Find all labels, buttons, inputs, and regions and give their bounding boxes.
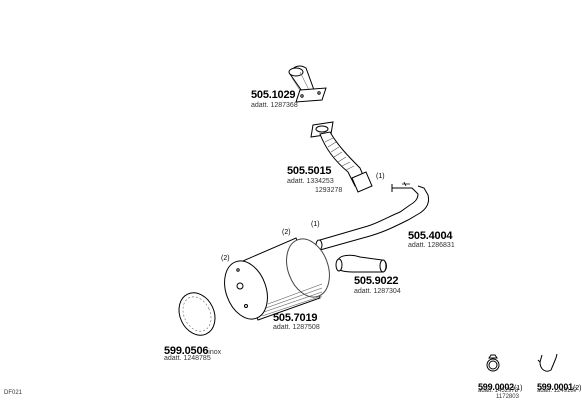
part-sub-505-4004: adatt. 1286831 (408, 242, 455, 249)
part-sub2-505-5015: 1293278 (315, 187, 343, 194)
part-sub-505-9022: adatt. 1287304 (354, 288, 401, 295)
qty-marker-flexpipe: (1) (376, 173, 385, 180)
part-sub-599-0002: adatt. 1452973 (478, 388, 519, 394)
part-code-599-0002: 599.0002 (478, 382, 514, 392)
part-code-505-4004: 505.4004 (408, 230, 453, 242)
part-code-599-0002-group: 599.0002(1) (478, 378, 523, 394)
part-sub-599-0506: adatt. 1248785 (164, 355, 211, 362)
part-code-505-5015: 505.5015 (287, 165, 332, 177)
clamp-part-599-0002 (486, 354, 500, 372)
part-code-505-9022: 505.9022 (354, 275, 399, 287)
tailpipe-part-505-9022 (335, 254, 387, 273)
part-sub2-599-0002: 1172803 (496, 394, 519, 400)
hook-part-599-0001 (537, 353, 558, 372)
part-code-599-0001-group: 599.0001(2) (537, 378, 582, 394)
gasket-part-599-0506 (178, 292, 216, 336)
elbow-part-505-1029 (288, 65, 327, 103)
muffler-part-505-7019 (224, 237, 330, 321)
qty-marker-pipe-4004: (1) (311, 221, 320, 228)
part-code-599-0506-group: 599.0506inox (164, 342, 221, 358)
part-qty-599-0001: (2) (572, 385, 582, 392)
part-sub-599-0001: adatt. 1249187 (537, 388, 578, 394)
part-qty-599-0002: (1) (513, 385, 523, 392)
part-sub-505-5015: adatt. 1334253 (287, 178, 334, 185)
part-code-505-7019: 505.7019 (273, 312, 318, 324)
part-sub-505-1029: adatt. 1287368 (251, 102, 298, 109)
diagram-code: DF021 (4, 390, 23, 396)
flex-pipe-part-505-5015 (310, 121, 373, 193)
qty-marker-muffler-left: (2) (221, 255, 230, 262)
part-suffix-599-0506: inox (208, 349, 222, 356)
qty-marker-muffler-top: (2) (282, 229, 291, 236)
part-code-599-0001: 599.0001 (537, 382, 573, 392)
part-sub-505-7019: adatt. 1287508 (273, 324, 320, 331)
part-code-505-1029: 505.1029 (251, 89, 296, 101)
part-code-599-0506: 599.0506 (164, 345, 209, 357)
